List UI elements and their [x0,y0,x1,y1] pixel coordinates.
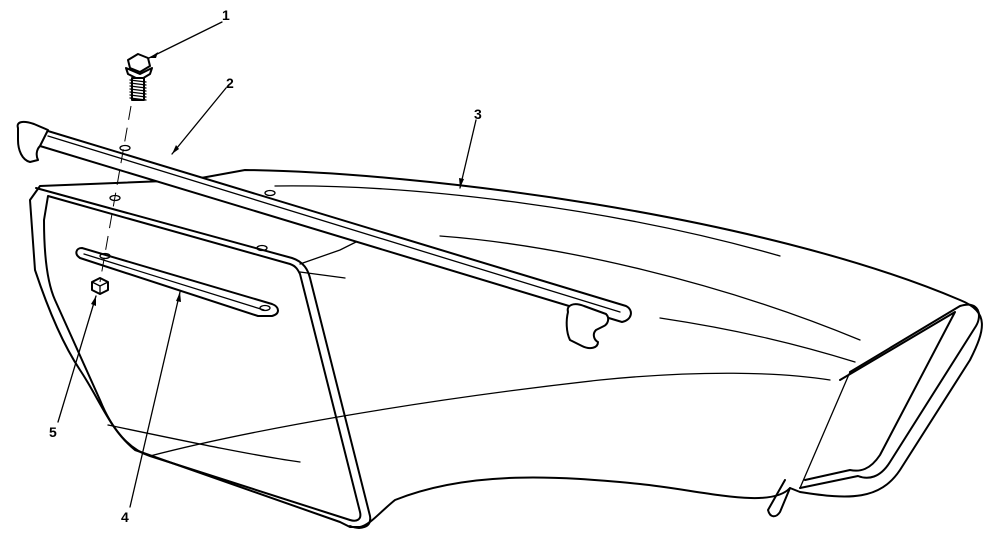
chute-hole-2 [256,244,268,252]
leader-1 [148,21,223,59]
callout-2: 2 [226,75,234,91]
callout-4: 4 [121,509,129,525]
strap-plate [75,247,279,317]
callout-3: 3 [474,106,482,122]
leader-4-arrow [176,292,181,302]
chute-inner-ridge [299,239,361,265]
rear-opening-outer-rim [35,187,372,529]
hinge-hole-2 [264,189,276,197]
leader-3 [459,119,477,189]
strap-edge [83,253,265,311]
leader-5-arrow [91,296,96,306]
leader-1-arrow [149,52,158,58]
hinge-hole-1 [119,144,131,152]
assembly-center-line [99,105,132,283]
bolt-axis-dashed-line [99,105,132,283]
front-opening-rim [799,303,980,489]
callout-5: 5 [49,424,57,440]
front-lip [767,479,791,518]
strap-hole-1 [99,252,111,260]
hinge-hook-left [16,120,49,163]
leader-2-arrow [172,145,179,154]
hinge-hook-right [565,303,610,350]
hex-nut [91,277,109,295]
callout-1: 1 [222,7,230,23]
chute-floor-line-1 [107,424,301,463]
chute-outline [29,169,983,528]
hinge-bracket [16,120,632,350]
chute-upper-crease [439,235,861,341]
hinge-bar-edge [47,135,621,313]
front-side-edge [799,371,851,489]
callout-leaders [57,21,477,508]
hinge-bar [37,127,632,323]
hex-bolt [125,53,153,101]
leader-4 [129,291,181,508]
nut-face [91,281,109,295]
chute-side-crease [659,317,856,363]
chute-floor-line-2 [149,372,831,457]
leader-5 [57,295,97,423]
callout-labels: 1 2 3 4 5 [49,7,482,525]
chute-body [29,169,983,529]
front-opening-inner-rim [804,311,956,481]
bolt-flange [125,67,153,81]
chute-top-contour [274,185,781,257]
bolt-head [127,53,151,73]
leader-3-arrow [459,178,464,188]
strap-hole-2 [259,304,271,312]
chute-inner-ridge-2 [299,271,346,279]
leader-2 [171,87,227,155]
bolt-threads [129,79,147,101]
